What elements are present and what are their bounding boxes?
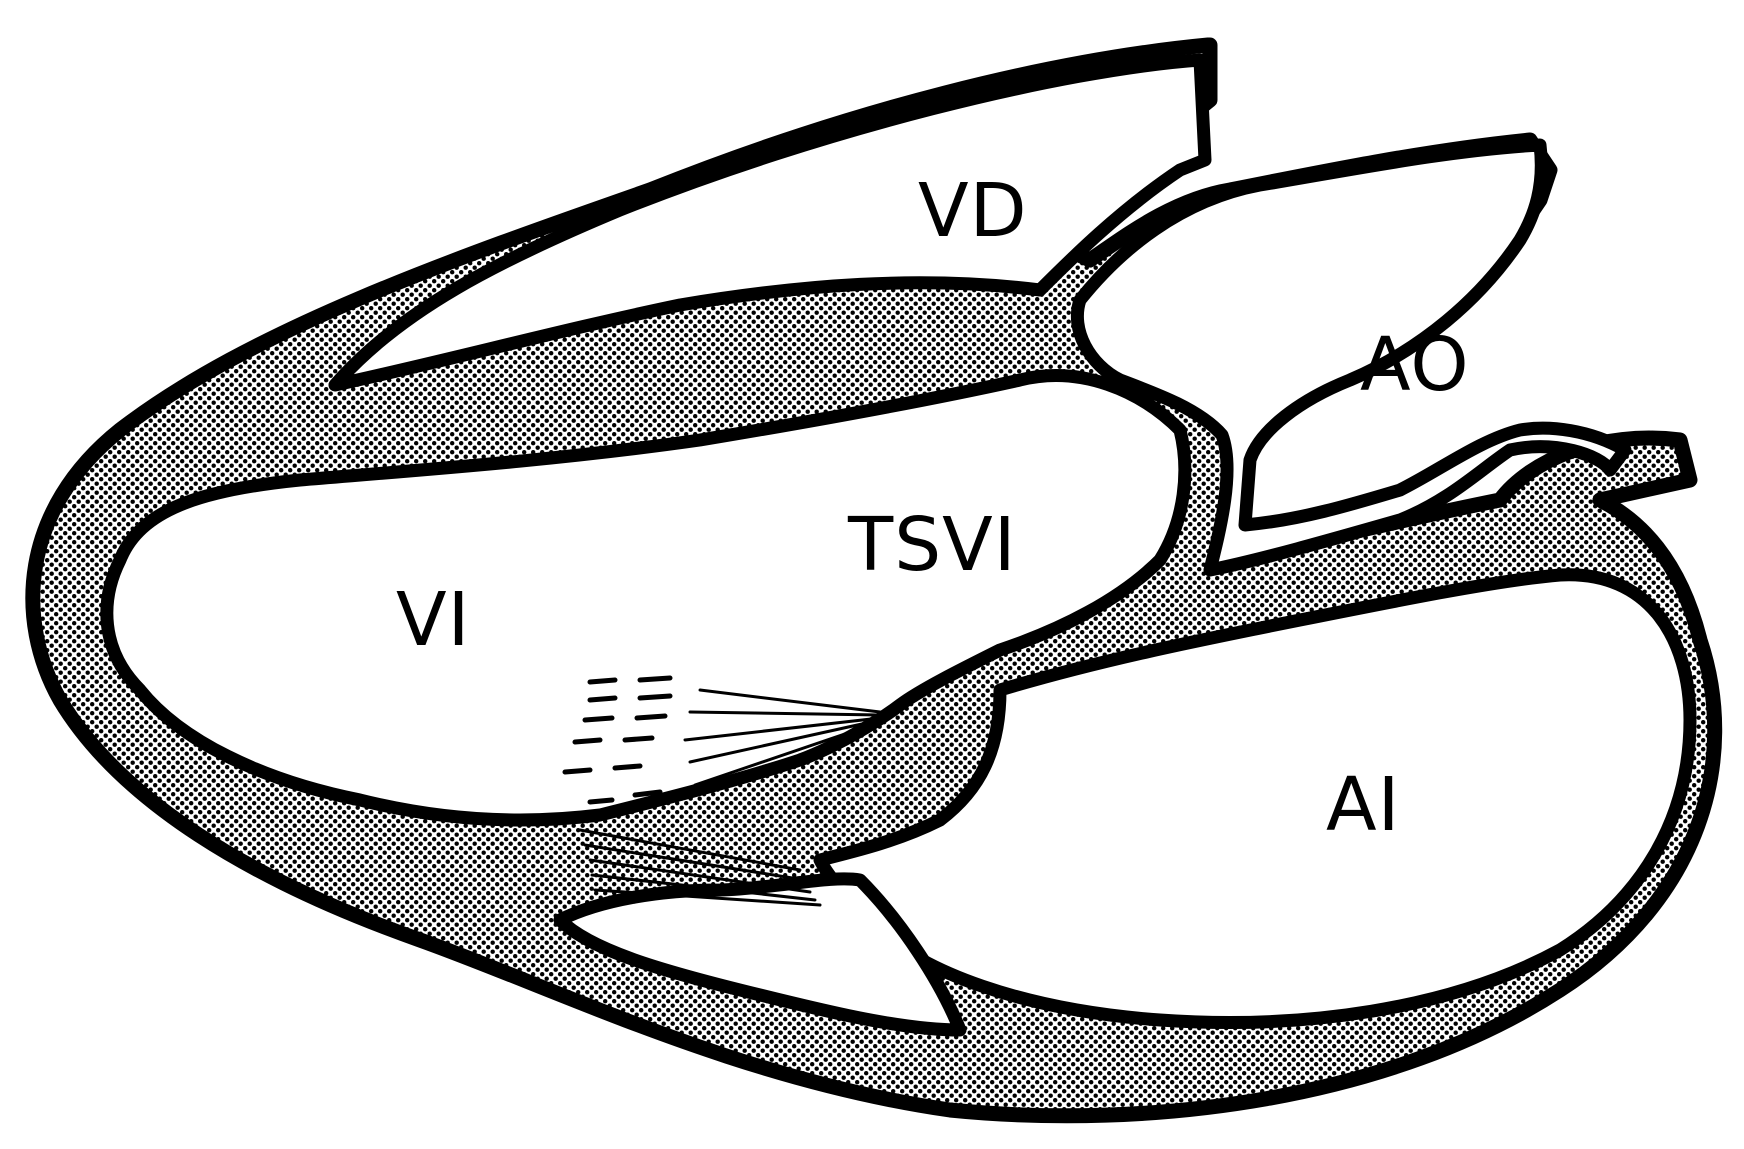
label-ao: AO [1360,322,1470,408]
label-vi: VI [396,577,470,663]
label-tsvi: TSVI [847,502,1017,588]
label-ai: AI [1326,762,1400,848]
label-vd: VD [918,168,1028,254]
